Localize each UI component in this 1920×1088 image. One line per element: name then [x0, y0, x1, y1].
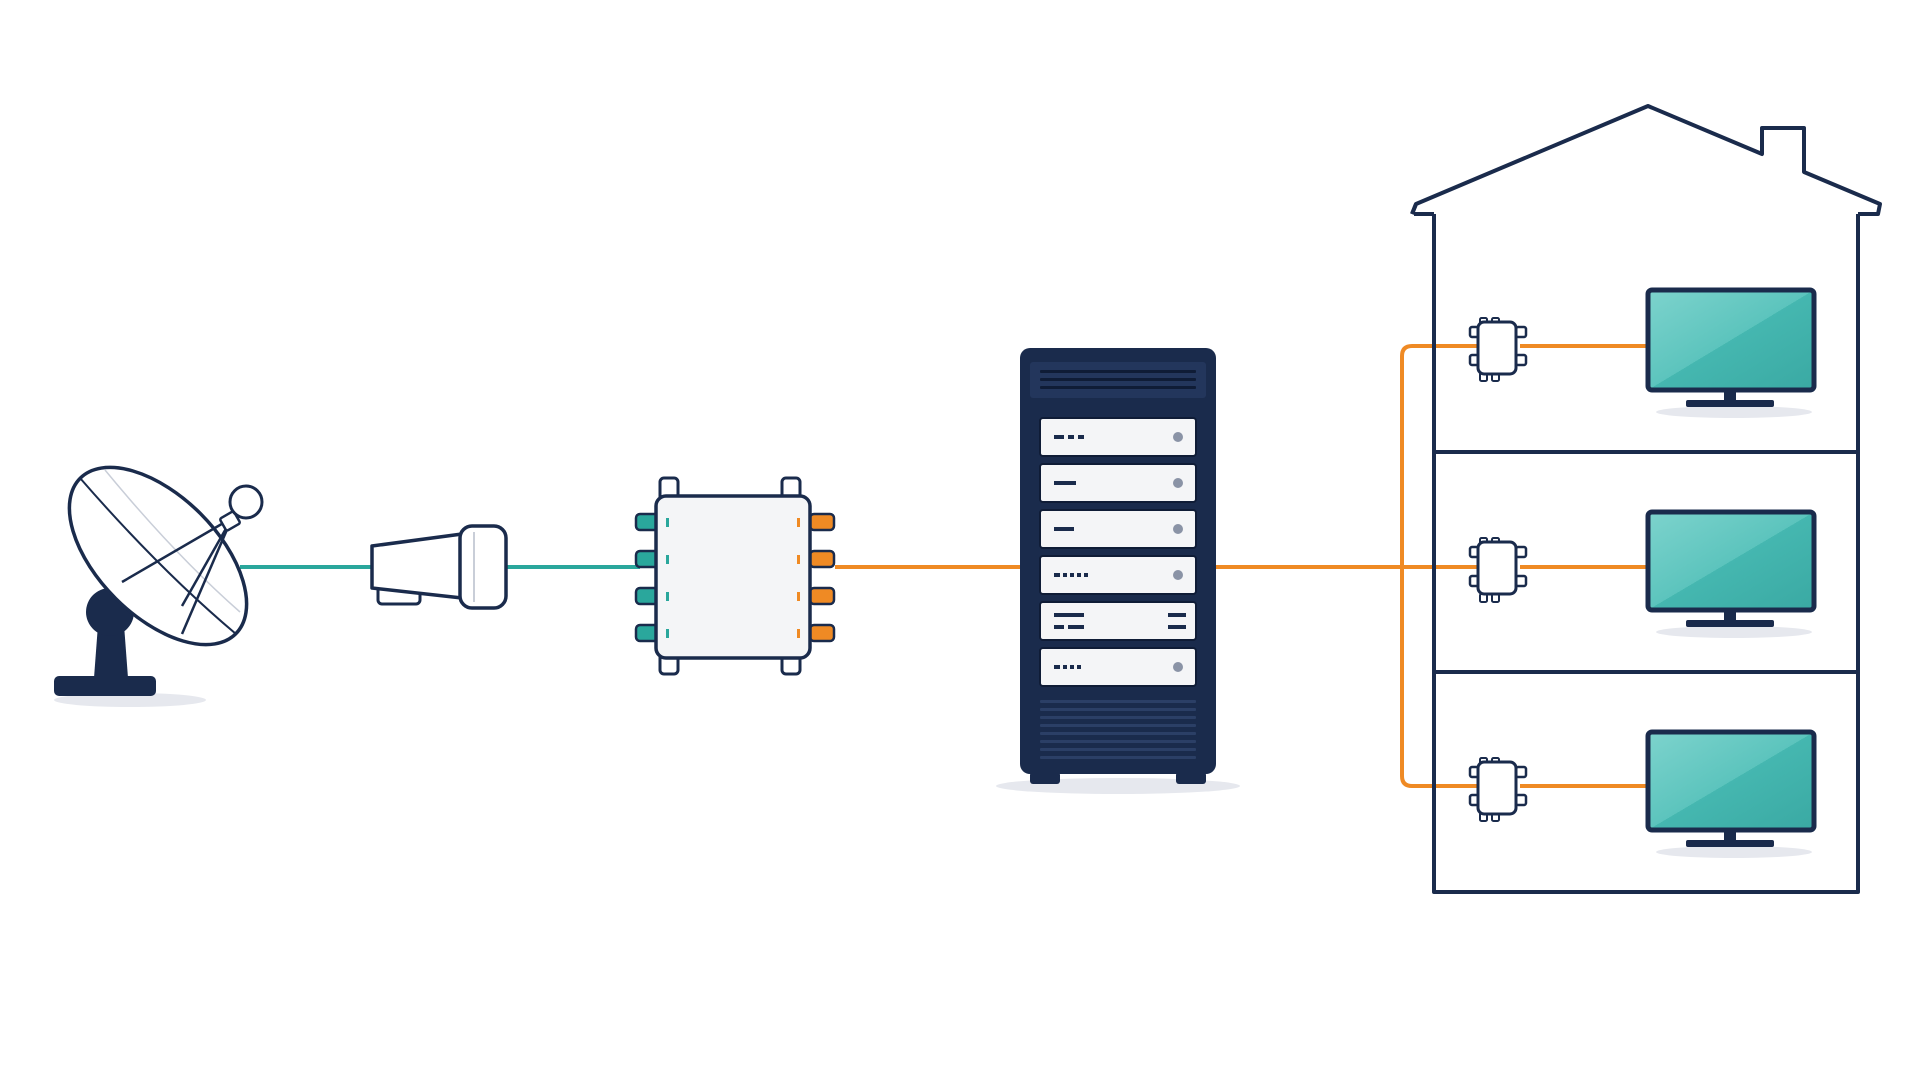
satellite-dish-icon: [54, 465, 264, 707]
rack-unit-5: [1039, 601, 1197, 641]
rack-unit-1: [1039, 417, 1197, 457]
tv-3: [1645, 729, 1817, 858]
rack-top-vent: [1040, 370, 1196, 389]
multiswitch-icon: [634, 476, 836, 676]
wall-outlet-3: [1468, 757, 1528, 822]
rack-unit-4: [1039, 555, 1197, 595]
lnb-feedhorn-icon: [370, 524, 508, 610]
server-rack-icon: [996, 348, 1240, 794]
connections: [240, 344, 1650, 788]
house-icon: [1410, 104, 1882, 894]
multiswitch-input-ports: [634, 512, 662, 643]
wall-outlet-1: [1468, 317, 1528, 382]
tv-icon: [1645, 287, 1817, 858]
wall-outlet-2: [1468, 537, 1528, 603]
multiswitch-output-ports: [808, 512, 836, 643]
rack-bottom-vent: [1040, 700, 1196, 759]
tv-1: [1645, 287, 1817, 418]
rack-unit-6: [1039, 647, 1197, 687]
rack-unit-3: [1039, 509, 1197, 549]
rack-unit-2: [1039, 463, 1197, 503]
tv-2: [1645, 509, 1817, 638]
wall-outlet-icon: [1468, 317, 1528, 822]
